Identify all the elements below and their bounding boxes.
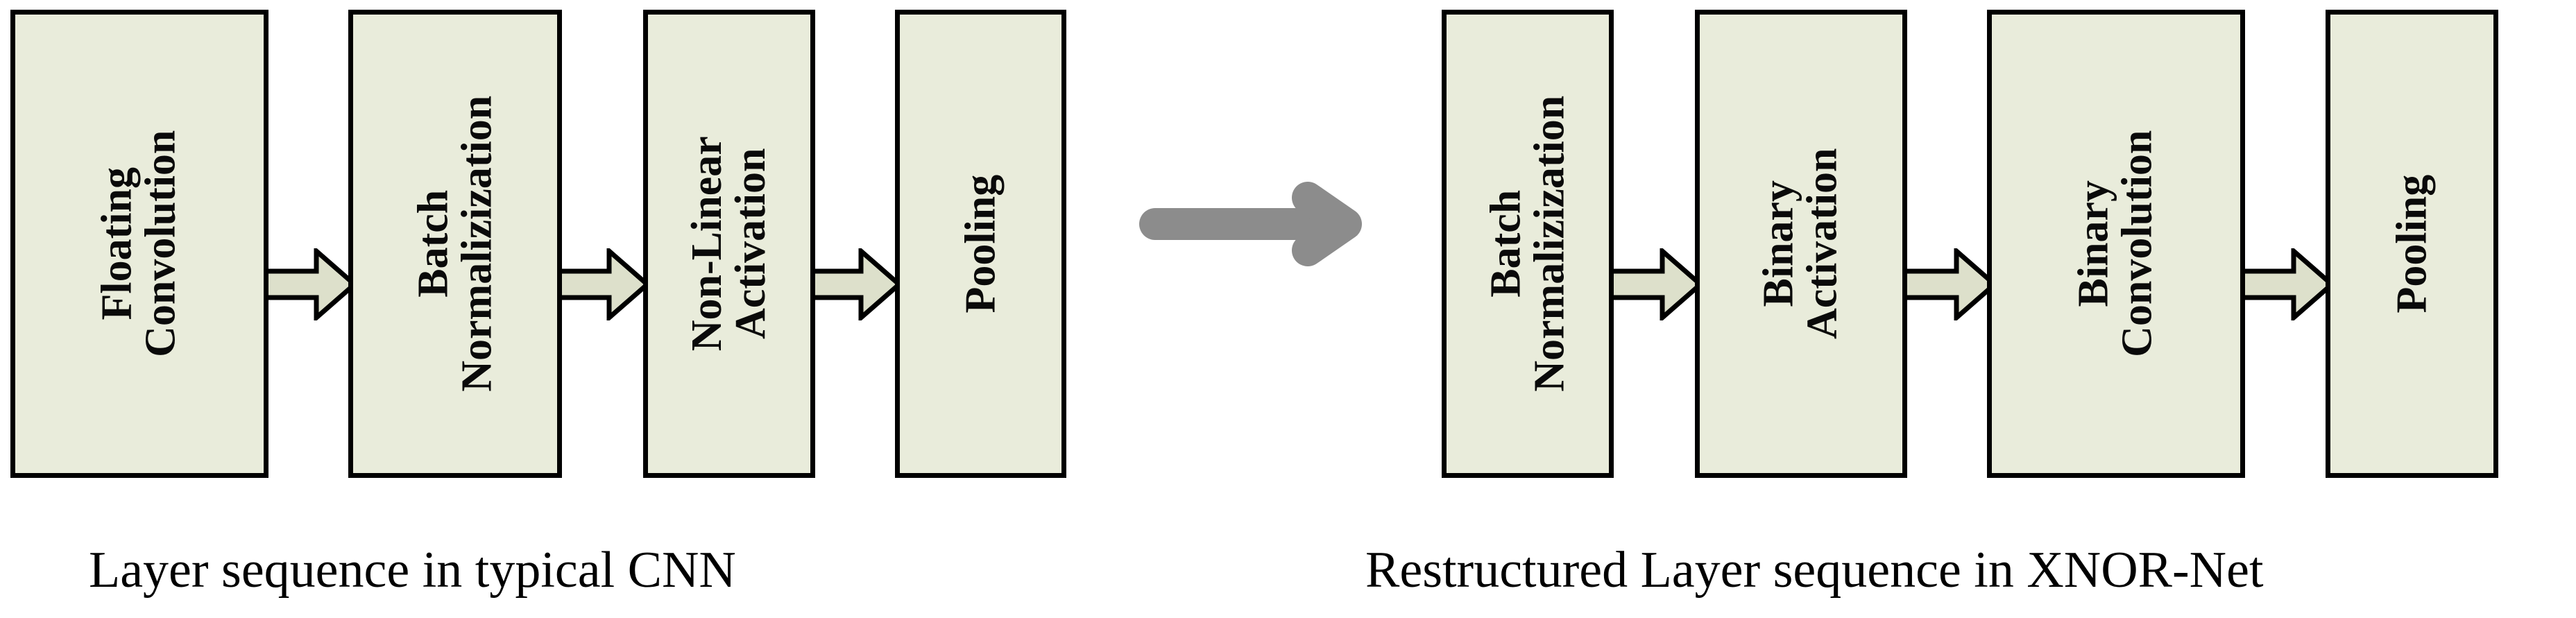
caption-xnor-net: Restructured Layer sequence in XNOR-Net	[1365, 542, 2264, 599]
layer-label-line2: Convolution	[2113, 130, 2161, 358]
layer-label-line1: Batch	[1481, 190, 1529, 298]
layer-box-pooling[interactable]: Pooling	[895, 10, 1066, 478]
connector-arrow-6	[2240, 248, 2334, 320]
layer-label-line1: Non-Linear	[683, 136, 731, 352]
layer-label-line1: Binary	[1755, 180, 1802, 307]
layer-label-line1: Pooling	[2387, 174, 2435, 314]
layer-label-line2: Normalizization	[1526, 95, 1573, 393]
layer-box-binary-activation[interactable]: Binary Activation	[1695, 10, 1907, 478]
layer-label-line2: Activation	[1799, 148, 1846, 340]
layer-box-non-linear-activation[interactable]: Non-Linear Activation	[643, 10, 815, 478]
connector-arrow-4	[1608, 248, 1703, 320]
caption-typical-cnn: Layer sequence in typical CNN	[89, 542, 736, 599]
connector-arrow-5	[1902, 248, 1997, 320]
layer-label: Batch Normalizization	[1481, 95, 1573, 393]
connector-arrow-1	[262, 248, 357, 320]
layer-box-pooling-2[interactable]: Pooling	[2326, 10, 2498, 478]
connector-arrow-2	[555, 248, 649, 320]
layer-label-line2: Normalizization	[453, 95, 501, 393]
restructure-arrow-icon	[1138, 180, 1374, 268]
layer-box-batch-normalization[interactable]: Batch Normalizization	[348, 10, 562, 478]
layer-label: Binary Activation	[1755, 148, 1846, 340]
layer-label-line1: Binary	[2070, 180, 2117, 307]
layer-label-line2: Convolution	[137, 130, 185, 358]
layer-label: Non-Linear Activation	[683, 136, 774, 352]
layer-box-binary-convolution[interactable]: Binary Convolution	[1987, 10, 2245, 478]
layer-label: Pooling	[956, 174, 1004, 314]
layer-label: Floating Convolution	[93, 130, 185, 358]
layer-label: Binary Convolution	[2070, 130, 2161, 358]
layer-box-batch-normalization-2[interactable]: Batch Normalizization	[1442, 10, 1614, 478]
layer-box-floating-convolution[interactable]: Floating Convolution	[10, 10, 268, 478]
layer-label-line1: Pooling	[956, 174, 1004, 314]
connector-arrow-3	[807, 248, 901, 320]
layer-label-line1: Floating	[93, 167, 141, 320]
layer-label-line2: Activation	[727, 148, 774, 340]
layer-label-line1: Batch	[409, 190, 457, 298]
layer-label: Pooling	[2387, 174, 2435, 314]
layer-label: Batch Normalizization	[409, 95, 501, 393]
